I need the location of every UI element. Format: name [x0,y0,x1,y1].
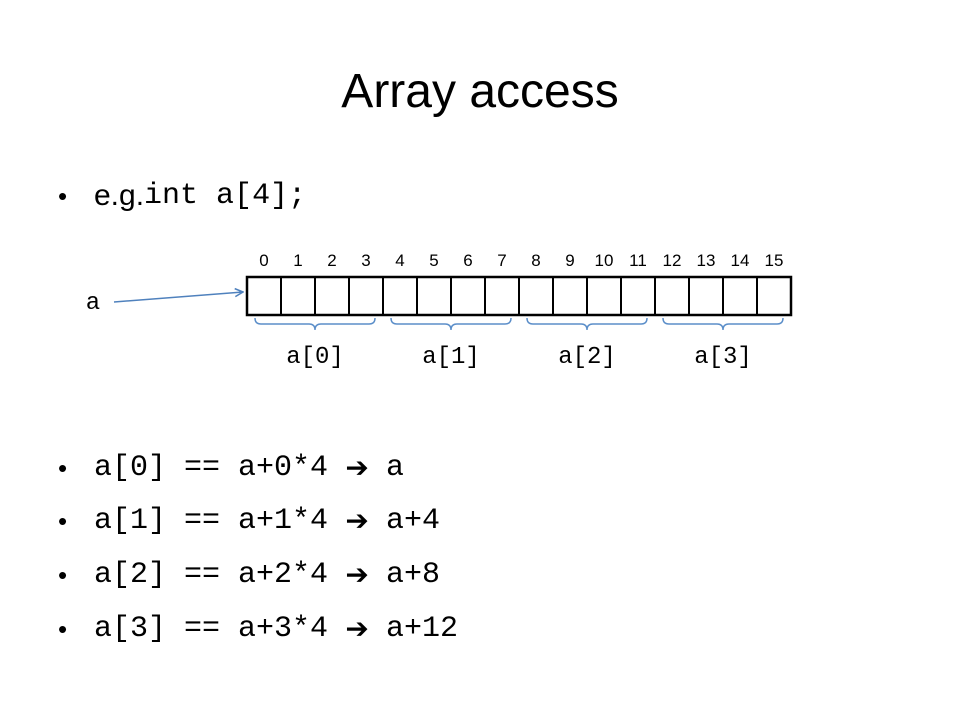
equation-rhs: a+8 [386,558,441,592]
memory-byte-cell [722,276,758,316]
byte-index-label: 9 [565,251,574,270]
pointer-label: a [86,290,100,317]
slide-title: Array access [341,65,619,118]
declaration-code: int a[4]; [144,179,307,213]
memory-byte-cell [552,276,588,316]
right-arrow-icon: ➔ [345,451,369,484]
equation-rhs: a+12 [386,612,459,646]
equation-lhs: a[1] == a+1*4 [94,504,329,538]
equation-rhs: a+4 [386,504,441,538]
memory-byte-cell [654,276,690,316]
right-arrow-icon: ➔ [345,558,369,591]
memory-byte-cell [314,276,350,316]
bullet-dot-icon: • [58,453,68,483]
memory-byte-cell [280,276,316,316]
byte-index-label: 14 [731,251,750,270]
memory-byte-cell [586,276,622,316]
memory-byte-cell [756,276,792,316]
bullet-dot-icon: • [58,560,68,590]
right-arrow-icon: ➔ [345,612,369,645]
element-brace [662,317,784,331]
bullet-dot-icon: • [58,181,68,211]
element-brace [254,317,376,331]
byte-index-label: 15 [765,251,784,270]
byte-index-label: 8 [531,251,540,270]
element-label: a[2] [558,344,616,371]
element-label: a[3] [694,344,752,371]
equation-rhs: a [386,451,405,485]
memory-byte-cell [246,276,282,316]
declaration-prefix: e.g. [94,179,145,212]
memory-byte-cell [348,276,384,316]
byte-index-label: 1 [293,251,302,270]
element-label: a[1] [422,344,480,371]
byte-index-label: 10 [595,251,614,270]
memory-byte-cell [450,276,486,316]
memory-byte-cell [620,276,656,316]
declaration-bullet: • e.g. int a[4]; [58,176,306,216]
byte-index-label: 2 [327,251,336,270]
byte-index-label: 3 [361,251,370,270]
bullet-dot-icon: • [58,506,68,536]
bullet-dot-icon: • [58,614,68,644]
equation-bullet-3: • a[3] == a+3*4 ➔ a+12 [58,609,458,649]
memory-byte-cell [382,276,418,316]
byte-index-label: 7 [497,251,506,270]
equation-bullet-1: • a[1] == a+1*4 ➔ a+4 [58,501,440,541]
memory-byte-cell [518,276,554,316]
equation-bullet-2: • a[2] == a+2*4 ➔ a+8 [58,555,440,595]
element-brace [526,317,648,331]
memory-byte-cell [484,276,520,316]
equation-lhs: a[3] == a+3*4 [94,612,329,646]
byte-index-label: 13 [697,251,716,270]
byte-index-label: 11 [629,251,647,270]
byte-index-label: 4 [395,251,404,270]
byte-index-label: 6 [463,251,472,270]
memory-block-border [245,275,793,317]
element-label: a[0] [286,344,344,371]
equation-lhs: a[0] == a+0*4 [94,451,329,485]
memory-byte-cell [416,276,452,316]
pointer-arrow [113,292,243,303]
byte-index-label: 0 [259,251,268,270]
byte-index-label: 5 [429,251,438,270]
equation-bullet-0: • a[0] == a+0*4 ➔ a [58,448,404,488]
element-brace [390,317,512,331]
memory-byte-cell [688,276,724,316]
equation-lhs: a[2] == a+2*4 [94,558,329,592]
byte-index-label: 12 [663,251,682,270]
right-arrow-icon: ➔ [345,504,369,537]
